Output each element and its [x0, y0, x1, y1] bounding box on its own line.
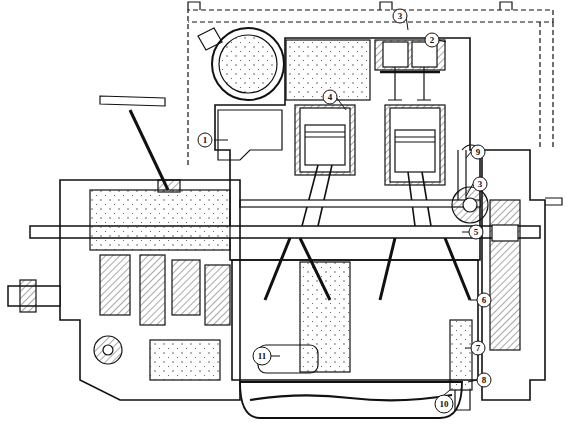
callout-number: 1: [203, 136, 208, 145]
shaft-flange: [20, 280, 36, 312]
leader-line: [468, 380, 477, 382]
callout-circle: [435, 395, 453, 413]
callout-number: 2: [430, 36, 435, 45]
piston: [305, 125, 345, 165]
manifold: [218, 110, 282, 160]
callout-circle: [393, 9, 407, 23]
cylinder-bore: [300, 108, 350, 172]
cylinder-bore: [390, 108, 440, 182]
leader-line: [465, 348, 471, 349]
callout-circle: [253, 347, 271, 365]
callout-number: 5: [474, 228, 479, 237]
frame-rail: [188, 10, 553, 165]
callout-circle: [471, 145, 485, 159]
gearbox-bearing-hub: [103, 345, 113, 355]
leader-line: [271, 356, 280, 357]
valve-cap: [383, 42, 408, 67]
callout-number: 7: [476, 344, 481, 353]
callout-circle: [323, 90, 337, 104]
callout-number: 3: [478, 180, 483, 189]
crank-web: [300, 262, 350, 372]
fan-housing: [212, 28, 284, 100]
line-art: [8, 2, 562, 418]
gasket: [380, 71, 440, 74]
frame-brackets: [188, 2, 512, 10]
clutch: [150, 340, 220, 380]
frame-side: [540, 22, 553, 150]
crank-throws: [265, 238, 470, 300]
flywheel-hub: [492, 225, 518, 241]
drain-plug: [455, 390, 470, 410]
oil-pump: [450, 320, 472, 390]
lever-socket: [158, 180, 180, 192]
oil-pipe: [250, 395, 452, 400]
piston: [395, 130, 435, 172]
callout-circle: [469, 225, 483, 239]
callout-circle: [477, 373, 491, 387]
callout-circle: [425, 33, 439, 47]
leader-line: [444, 390, 450, 395]
cylinder: [295, 105, 355, 175]
filler-cap: [198, 28, 222, 50]
leader-line: [466, 152, 471, 158]
callout-circle: [198, 133, 212, 147]
crank-handle: [545, 198, 562, 205]
gear-lever: [130, 110, 168, 190]
leader-line: [462, 232, 469, 233]
leader-line: [214, 140, 228, 141]
flywheel-web: [490, 200, 520, 350]
callout-number: 6: [482, 296, 487, 305]
callout-number: 4: [328, 93, 333, 102]
connecting-rod: [408, 172, 431, 226]
callout-number: 8: [482, 376, 487, 385]
callout-number: 11: [258, 352, 267, 361]
gear: [100, 255, 130, 315]
callout-circle: [473, 177, 487, 191]
flywheel: [482, 150, 545, 400]
leader-line: [470, 300, 477, 301]
crankcase: [232, 260, 478, 380]
callout-circle: [471, 341, 485, 355]
callout-circle: [477, 293, 491, 307]
gearbox-case: [60, 180, 240, 400]
fan-inner: [219, 35, 277, 93]
leader-line: [466, 184, 473, 196]
cylinder: [385, 105, 445, 185]
timing-hub: [463, 198, 477, 212]
push-rods: [458, 150, 466, 200]
gear: [172, 260, 200, 315]
piston-rings: [305, 132, 435, 142]
callout-number: 10: [440, 400, 449, 409]
camshaft: [240, 200, 480, 207]
leader-line: [336, 97, 346, 110]
lever-handle: [100, 96, 165, 106]
callout-number: 3: [398, 12, 403, 21]
gear: [140, 255, 165, 325]
gear: [205, 265, 230, 325]
oil-sump: [240, 382, 462, 418]
callout-number: 9: [476, 148, 481, 157]
gearbox-bearing: [94, 336, 122, 364]
gear-cluster: [90, 190, 230, 250]
connecting-rod: [302, 165, 332, 226]
